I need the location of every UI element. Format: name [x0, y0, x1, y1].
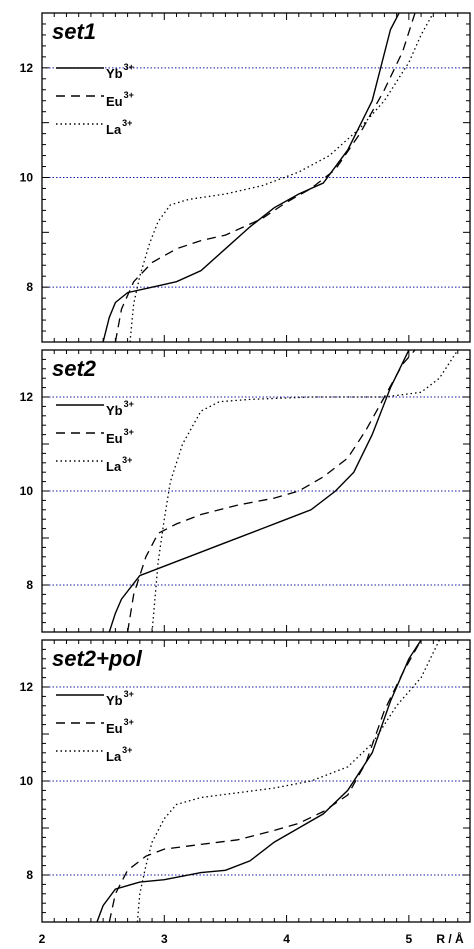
x-tick-label: 3: [161, 932, 168, 946]
y-tick-label: 12: [20, 680, 34, 694]
series-line-yb: [108, 350, 410, 632]
legend-label: Eu: [106, 721, 123, 736]
y-tick-label: 10: [20, 171, 34, 185]
series-group: [108, 350, 459, 632]
legend-label: Yb: [106, 403, 123, 418]
x-tick-label: 4: [283, 932, 290, 946]
y-tick-label: 8: [26, 868, 33, 882]
series-group: [102, 13, 434, 342]
legend-charge: 3+: [124, 427, 134, 437]
legend-charge: 3+: [124, 90, 134, 100]
legend-charge: 3+: [122, 118, 132, 128]
series-line-eu: [126, 350, 416, 632]
legend-charge: 3+: [124, 689, 134, 699]
plot-frame: [41, 12, 471, 343]
panel-title: set1: [52, 19, 96, 44]
legend-label: Yb: [106, 66, 123, 81]
y-tick-label: 12: [20, 390, 34, 404]
legend-charge: 3+: [124, 62, 134, 72]
plot-frame: [41, 639, 471, 923]
legend-label: Eu: [106, 94, 123, 109]
y-tick-label: 10: [20, 774, 34, 788]
legend-charge: 3+: [122, 745, 132, 755]
panel-title: set2: [52, 356, 97, 381]
panel-title: set2+pol: [52, 646, 143, 671]
series-line-yb: [102, 13, 400, 342]
y-tick-label: 10: [20, 484, 34, 498]
y-tick-label: 8: [26, 578, 33, 592]
x-tick-label: 5: [406, 932, 413, 946]
legend-charge: 3+: [122, 455, 132, 465]
series-line-eu: [114, 13, 416, 342]
y-tick-label: 12: [20, 61, 34, 75]
y-tick-label: 8: [26, 280, 33, 294]
legend-label: Yb: [106, 693, 123, 708]
series-line-yb: [96, 640, 422, 922]
series-line-la: [136, 640, 440, 922]
x-axis-label: R / Å: [436, 931, 464, 946]
legend-charge: 3+: [124, 399, 134, 409]
legend-label: Eu: [106, 431, 123, 446]
legend-label: La: [106, 122, 122, 137]
x-tick-label: 2: [39, 932, 46, 946]
legend-charge: 3+: [124, 717, 134, 727]
series-line-eu: [108, 640, 422, 922]
series-line-la: [151, 350, 459, 632]
plot-frame: [41, 349, 471, 633]
legend-label: La: [106, 459, 122, 474]
series-group: [96, 640, 440, 922]
legend-label: La: [106, 749, 122, 764]
